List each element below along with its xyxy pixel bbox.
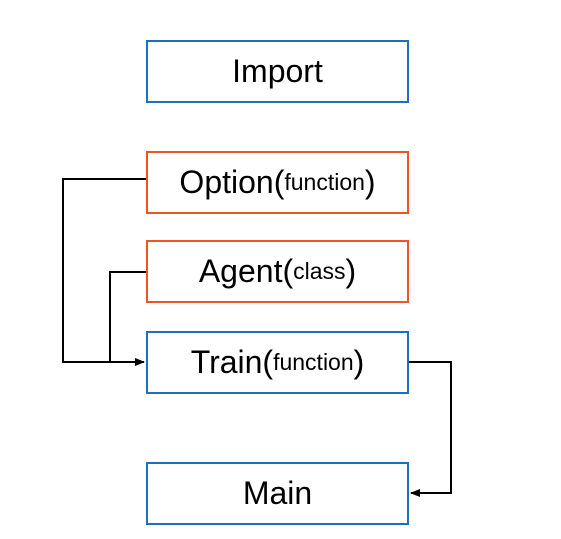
node-train-label: Train bbox=[190, 344, 263, 380]
edge-agent-to-train bbox=[109, 271, 146, 362]
edge-train-to-main bbox=[409, 361, 452, 497]
node-main-label: Main bbox=[242, 475, 313, 511]
node-train-sub: function bbox=[273, 349, 354, 375]
node-train: Train(function) bbox=[146, 331, 409, 394]
edge-option-to-train bbox=[62, 178, 146, 366]
node-import: Import bbox=[146, 40, 409, 103]
paren-open: ( bbox=[282, 253, 294, 289]
node-option-sub: function bbox=[284, 169, 365, 195]
paren-close: ) bbox=[353, 344, 365, 380]
node-main: Main bbox=[146, 462, 409, 525]
paren-close: ) bbox=[345, 253, 357, 289]
paren-open: ( bbox=[273, 164, 285, 200]
paren-close: ) bbox=[364, 164, 376, 200]
node-option: Option(function) bbox=[146, 151, 409, 214]
node-agent-sub: class bbox=[293, 258, 346, 284]
node-import-label: Import bbox=[232, 53, 323, 89]
node-agent-label: Agent bbox=[198, 253, 283, 289]
paren-open: ( bbox=[262, 344, 274, 380]
node-agent: Agent(class) bbox=[146, 240, 409, 303]
node-option-label: Option bbox=[179, 164, 274, 200]
